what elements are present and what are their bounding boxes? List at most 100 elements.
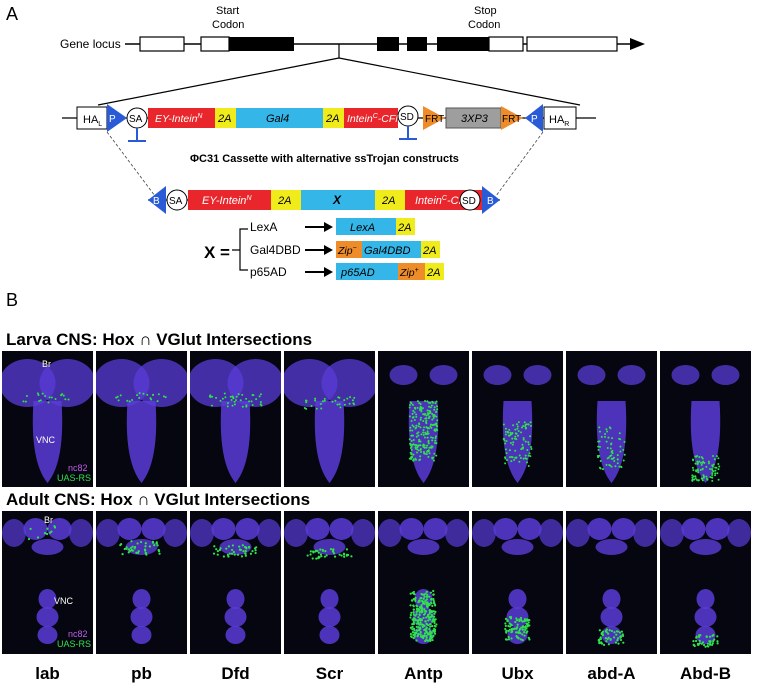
gfp-signal-dot [255, 546, 258, 549]
option-p65ad-name: p65AD [250, 265, 287, 279]
gfp-signal-dot [422, 450, 425, 453]
gfp-signal-dot [415, 424, 418, 427]
gfp-signal-dot [698, 460, 701, 463]
gfp-signal-dot [334, 399, 337, 402]
adult-tile-abd-b [660, 511, 751, 654]
gfp-signal-dot [706, 642, 710, 645]
gfp-signal-dot [434, 618, 437, 621]
gfp-signal-dot [412, 416, 415, 419]
gfp-signal-dot [709, 641, 712, 644]
gfp-signal-dot [415, 625, 418, 629]
gfp-signal-dot [412, 633, 415, 637]
gfp-signal-dot [699, 634, 702, 637]
larva-cns-image [190, 359, 281, 483]
gfp-signal-dot [697, 479, 700, 482]
nc82-label: nc82 [68, 629, 88, 639]
gfp-signal-dot [433, 408, 436, 411]
gfp-signal-dot [525, 622, 528, 625]
gfp-signal-dot [315, 549, 318, 552]
gfp-signal-dot [430, 615, 433, 618]
gfp-signal-dot [423, 595, 426, 598]
gfp-signal-dot [417, 440, 420, 443]
adult-cns-image [96, 518, 187, 644]
gfp-signal-dot [425, 627, 428, 630]
gfp-signal-dot [215, 396, 218, 399]
gfp-signal-dot [412, 617, 416, 620]
gfp-signal-dot [505, 440, 508, 443]
gfp-signal-dot [410, 439, 413, 442]
gfp-signal-dot [412, 453, 415, 456]
gfp-signal-dot [321, 549, 325, 552]
gfp-signal-dot [215, 548, 218, 551]
attb-right-label: B [487, 196, 494, 207]
gfp-signal-dot [136, 542, 139, 545]
gfp-signal-dot [425, 595, 429, 599]
gfp-signal-dot [128, 400, 131, 403]
gfp-signal-dot [529, 421, 532, 424]
gfp-signal-dot [693, 478, 696, 481]
gfp-signal-dot [425, 601, 428, 604]
gfp-signal-dot [415, 631, 418, 634]
gfp-signal-dot [710, 476, 713, 479]
panel-b-letter: B [6, 290, 19, 310]
gfp-signal-dot [420, 623, 424, 626]
gfp-signal-dot [131, 545, 134, 548]
gfp-signal-dot [517, 637, 520, 640]
gfp-signal-dot [238, 548, 241, 551]
gfp-signal-dot [136, 394, 139, 397]
gfp-signal-dot [435, 405, 438, 408]
gfp-signal-dot [696, 460, 699, 463]
gfp-signal-dot [408, 406, 411, 409]
gfp-signal-dot [428, 609, 431, 612]
gfp-signal-dot [429, 625, 432, 628]
gfp-signal-dot [433, 621, 436, 625]
gfp-signal-dot [424, 452, 427, 455]
gfp-signal-dot [418, 459, 421, 462]
gfp-signal-dot [411, 403, 414, 406]
gfp-signal-dot [323, 397, 326, 400]
t2a-block-2 [323, 108, 344, 128]
gfp-signal-dot [524, 423, 527, 426]
gfp-signal-dot [137, 550, 140, 553]
gfp-signal-dot [343, 403, 346, 406]
gfp-signal-dot [435, 415, 438, 418]
gfp-signal-dot [409, 401, 412, 404]
gfp-signal-dot [601, 630, 605, 633]
gfp-signal-dot [409, 613, 413, 617]
gfp-signal-dot [424, 400, 427, 403]
gfp-signal-dot [694, 639, 698, 643]
gfp-signal-dot [415, 413, 418, 416]
gfp-signal-dot [418, 401, 421, 404]
gene-label-pb: pb [131, 664, 152, 683]
gfp-signal-dot [714, 472, 717, 475]
gfp-signal-dot [419, 451, 422, 454]
gfp-signal-dot [259, 393, 262, 396]
gfp-signal-dot [428, 627, 431, 631]
gfp-signal-dot [411, 412, 414, 415]
gfp-signal-dot [410, 448, 413, 451]
gfp-signal-dot [331, 400, 334, 403]
gfp-signal-dot [701, 641, 705, 644]
gfp-signal-dot [521, 426, 524, 429]
gfp-signal-dot [411, 424, 414, 427]
gfp-signal-dot [410, 611, 413, 614]
option-gal4dbd-name: Gal4DBD [250, 243, 301, 257]
gfp-signal-dot [615, 633, 618, 636]
gfp-signal-dot [223, 392, 226, 395]
gfp-signal-dot [425, 636, 428, 639]
gfp-signal-dot [527, 441, 530, 444]
gfp-signal-dot [46, 527, 49, 530]
gfp-signal-dot [127, 548, 131, 551]
gfp-signal-dot [426, 436, 429, 439]
gfp-signal-dot [305, 407, 308, 410]
gfp-signal-dot [419, 455, 422, 458]
gfp-signal-dot [522, 436, 525, 439]
gfp-signal-dot [697, 471, 700, 474]
gfp-signal-dot [230, 552, 234, 555]
gfp-signal-dot [425, 590, 428, 593]
gfp-signal-dot [209, 396, 212, 399]
gfp-signal-dot [524, 425, 527, 428]
gfp-signal-dot [605, 640, 608, 643]
gfp-signal-dot [417, 616, 420, 619]
gfp-signal-dot [50, 396, 53, 399]
